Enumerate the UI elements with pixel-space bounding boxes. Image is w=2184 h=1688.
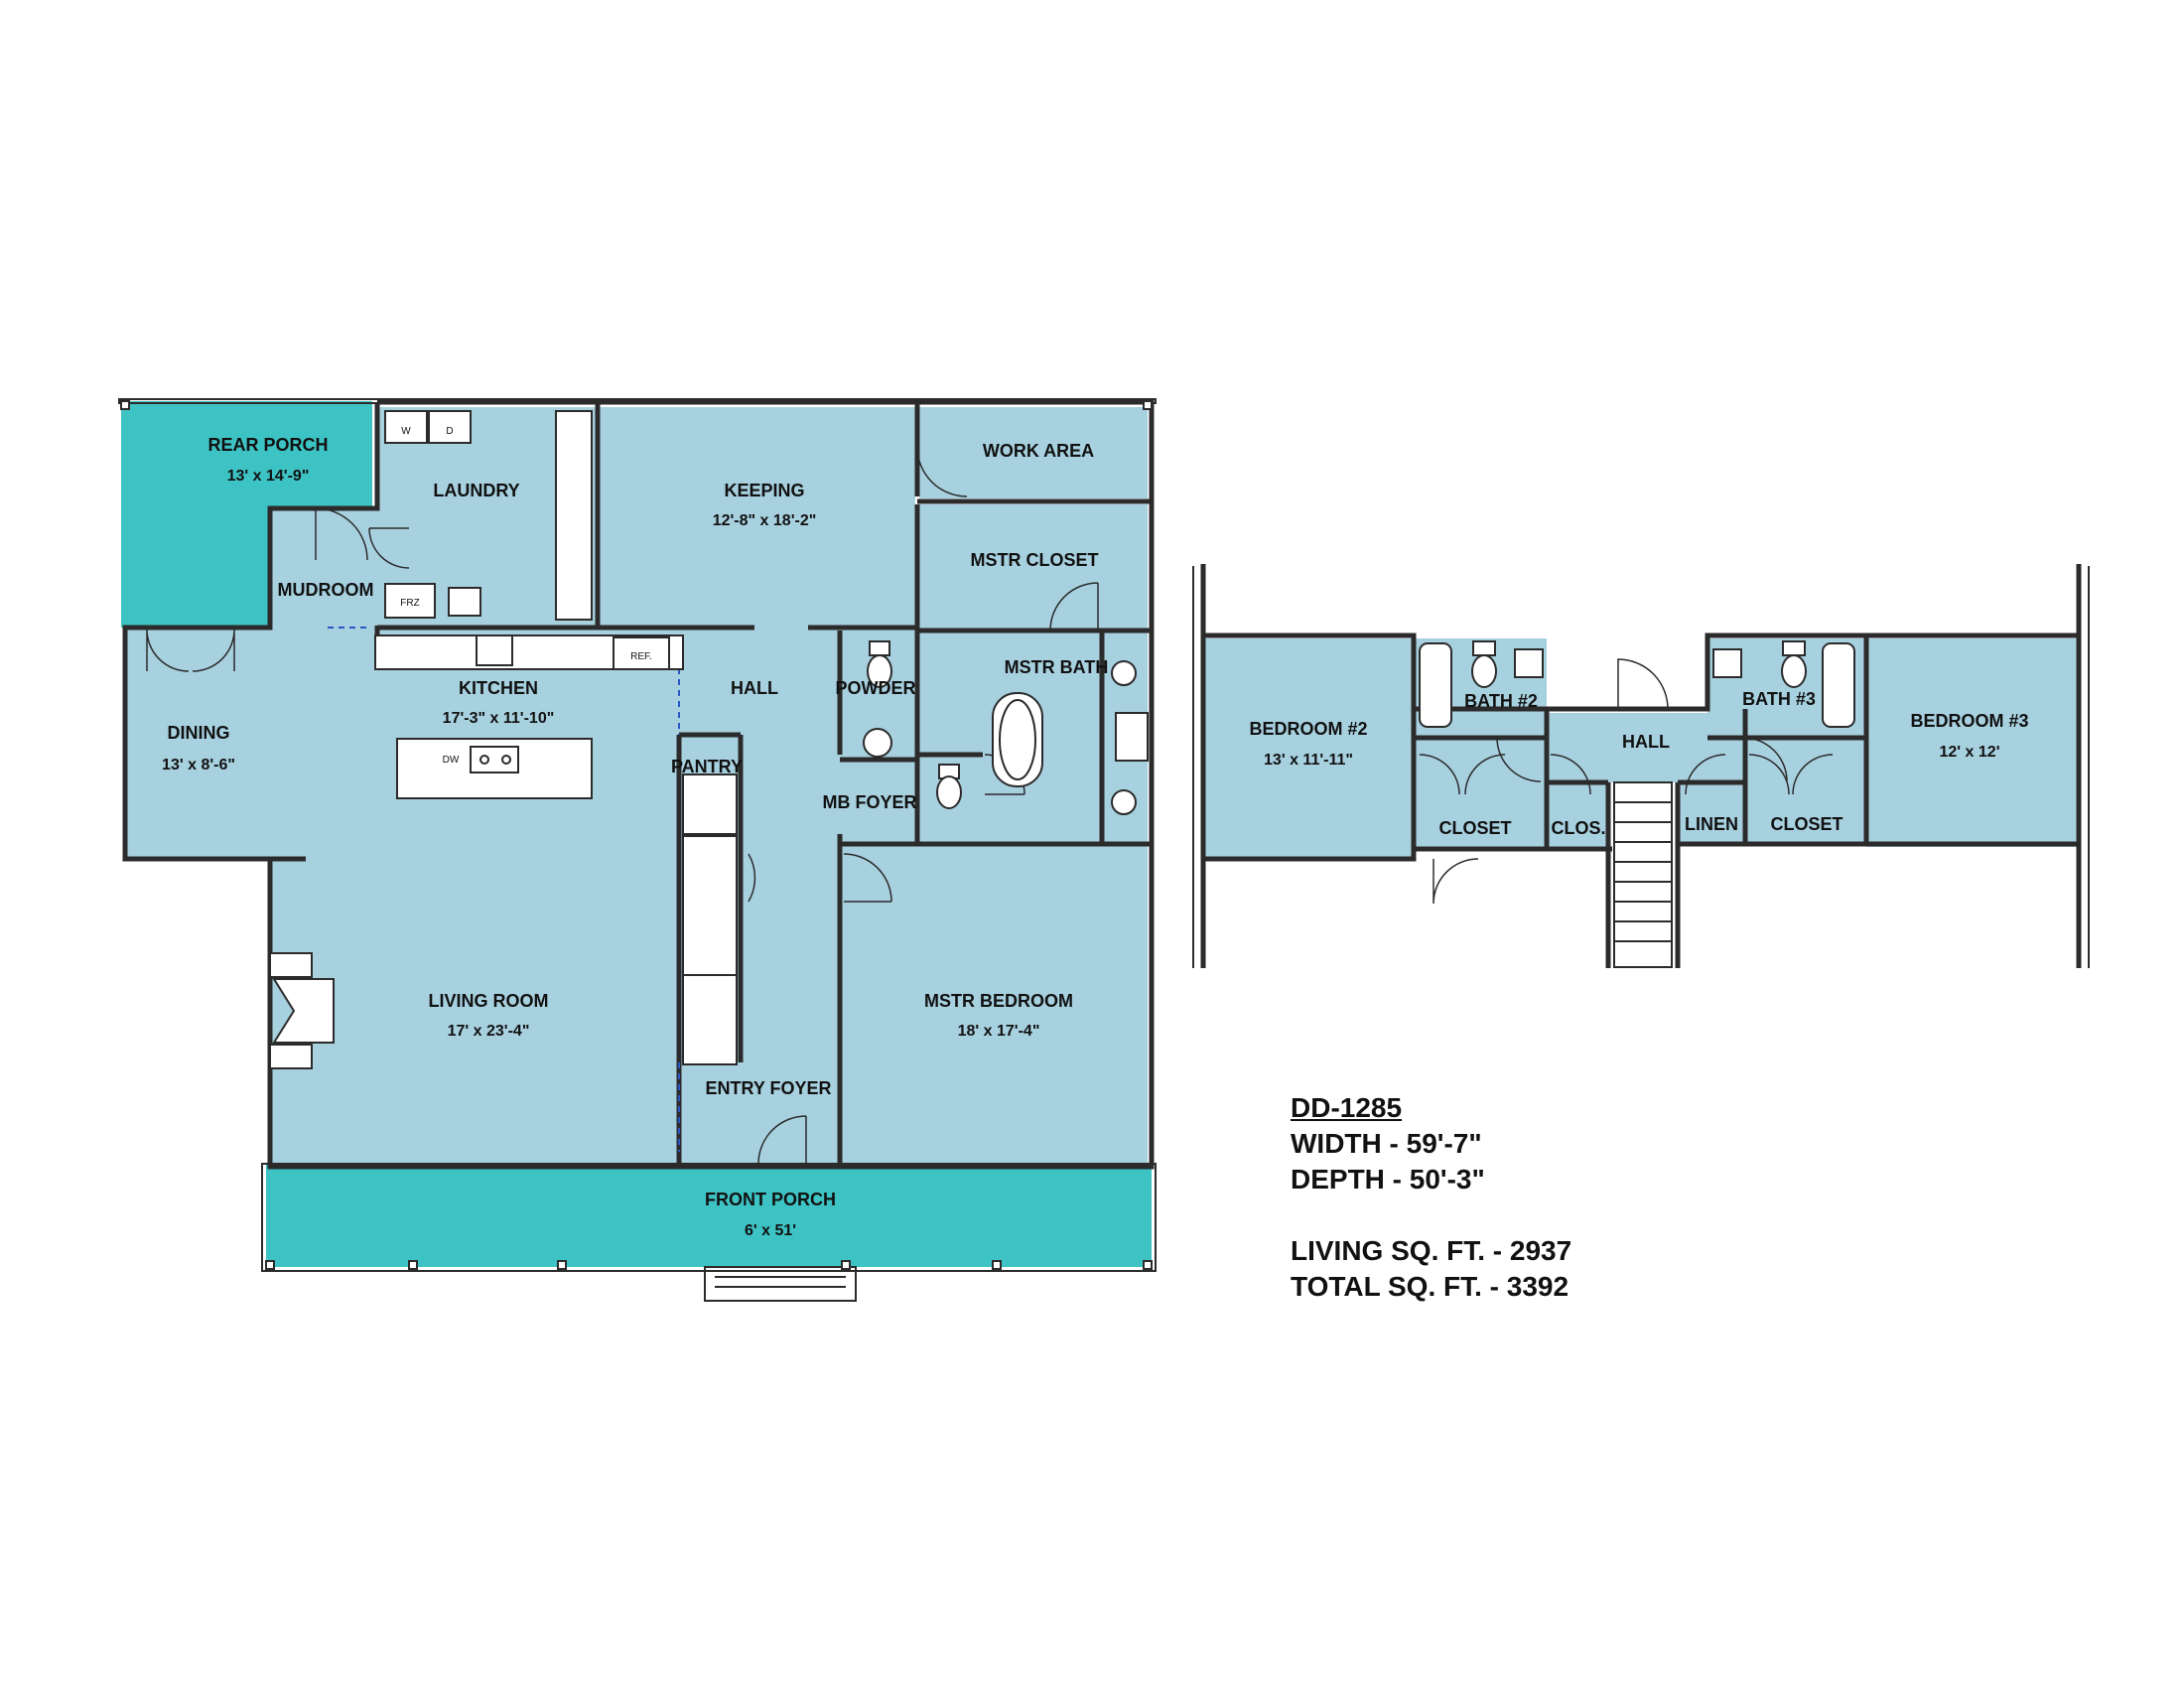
plan-number: DD-1285: [1291, 1092, 1403, 1123]
living-room-label: LIVING ROOM: [429, 991, 549, 1011]
plan-depth: DEPTH - 50'-3": [1291, 1164, 1485, 1195]
washer-label: W: [401, 426, 411, 437]
main-stair: [682, 774, 738, 1065]
linen-label: LINEN: [1685, 814, 1738, 834]
upper-door-swings: [1419, 658, 1834, 905]
dining-size: 13' x 8'-6": [162, 757, 235, 774]
clos-label: CLOS.: [1551, 818, 1605, 838]
mstr-bedroom-size: 18' x 17'-4": [958, 1023, 1040, 1040]
bedroom3-size: 12' x 12': [1940, 744, 2000, 761]
kitchen-fixtures: DW REF.: [374, 634, 684, 799]
linen-area: [1678, 782, 1745, 842]
closet-right-area: [1745, 738, 1866, 845]
front-porch-area: [266, 1164, 1152, 1267]
upper-bath-fixtures: [1419, 640, 1855, 728]
mudroom-label: MUDROOM: [278, 580, 374, 600]
keeping-size: 12'-8" x 18'-2": [713, 512, 817, 529]
bedroom2-label: BEDROOM #2: [1249, 719, 1367, 739]
mstr-bedroom-label: MSTR BEDROOM: [924, 991, 1073, 1011]
mstr-bedroom-area: [842, 844, 1148, 1166]
mstr-closet-area: [919, 504, 1148, 629]
keeping-area: [600, 407, 915, 631]
closet-right-label: CLOSET: [1770, 814, 1843, 834]
fireplace: [269, 952, 335, 1069]
kitchen-label: KITCHEN: [459, 678, 538, 698]
hall-label: HALL: [731, 678, 778, 698]
living-room-area: [270, 858, 677, 1166]
porch-posts: [120, 400, 1153, 1270]
second-floor-plan: BEDROOM #2 13' x 11'-11" BATH #2 HALL BA…: [1192, 564, 2090, 968]
work-area: [919, 407, 1148, 498]
laundry-fixtures: W D FRZ: [384, 410, 593, 621]
first-floor-plan: DW REF. W D FRZ: [118, 398, 1157, 1302]
bedroom3-label: BEDROOM #3: [1910, 711, 2028, 731]
plan-width: WIDTH - 59'-7": [1291, 1128, 1482, 1159]
laundry-label: LAUNDRY: [433, 481, 519, 500]
clos-area: [1547, 782, 1608, 849]
upper-stair: [1613, 781, 1673, 968]
living-sqft: LIVING SQ. FT. - 2937: [1291, 1235, 1572, 1266]
rear-porch-size: 13' x 14'-9": [227, 468, 310, 485]
upper-hall-label: HALL: [1622, 732, 1670, 752]
mstr-closet-label: MSTR CLOSET: [971, 550, 1099, 570]
freezer-label: FRZ: [400, 598, 419, 609]
living-room-size: 17' x 23'-4": [448, 1023, 530, 1040]
bedroom3-area: [1866, 638, 2079, 847]
bath-fixtures: [863, 640, 1149, 815]
dining-label: DINING: [168, 723, 230, 743]
work-area-label: WORK AREA: [983, 441, 1094, 461]
total-sqft: TOTAL SQ. FT. - 3392: [1291, 1271, 1570, 1302]
closet-left-area: [1414, 738, 1547, 849]
powder-label: POWDER: [836, 678, 916, 698]
closet-left-label: CLOSET: [1438, 818, 1511, 838]
door-swings: [146, 446, 1099, 1165]
refrigerator-label: REF.: [630, 651, 652, 662]
interior-walls: [125, 402, 1152, 1167]
dishwasher-label: DW: [443, 755, 460, 766]
pantry-label: PANTRY: [671, 757, 743, 776]
bedroom2-size: 13' x 11'-11": [1264, 752, 1353, 769]
entry-foyer-label: ENTRY FOYER: [705, 1078, 831, 1098]
bath3-label: BATH #3: [1742, 689, 1816, 709]
front-porch-label: FRONT PORCH: [705, 1190, 836, 1209]
keeping-label: KEEPING: [724, 481, 804, 500]
rear-porch-label: REAR PORCH: [207, 435, 328, 455]
dryer-label: D: [446, 426, 453, 437]
kitchen-size: 17'-3" x 11'-10": [443, 710, 555, 727]
mstr-bath-label: MSTR BATH: [1005, 657, 1109, 677]
bedroom2-area: [1203, 638, 1414, 857]
bath2-label: BATH #2: [1464, 691, 1538, 711]
front-porch-size: 6' x 51': [745, 1222, 796, 1239]
mb-foyer-label: MB FOYER: [822, 792, 916, 812]
front-steps: [704, 1266, 857, 1302]
plan-specs: DD-1285 WIDTH - 59'-7" DEPTH - 50'-3" LI…: [1291, 1090, 1571, 1305]
